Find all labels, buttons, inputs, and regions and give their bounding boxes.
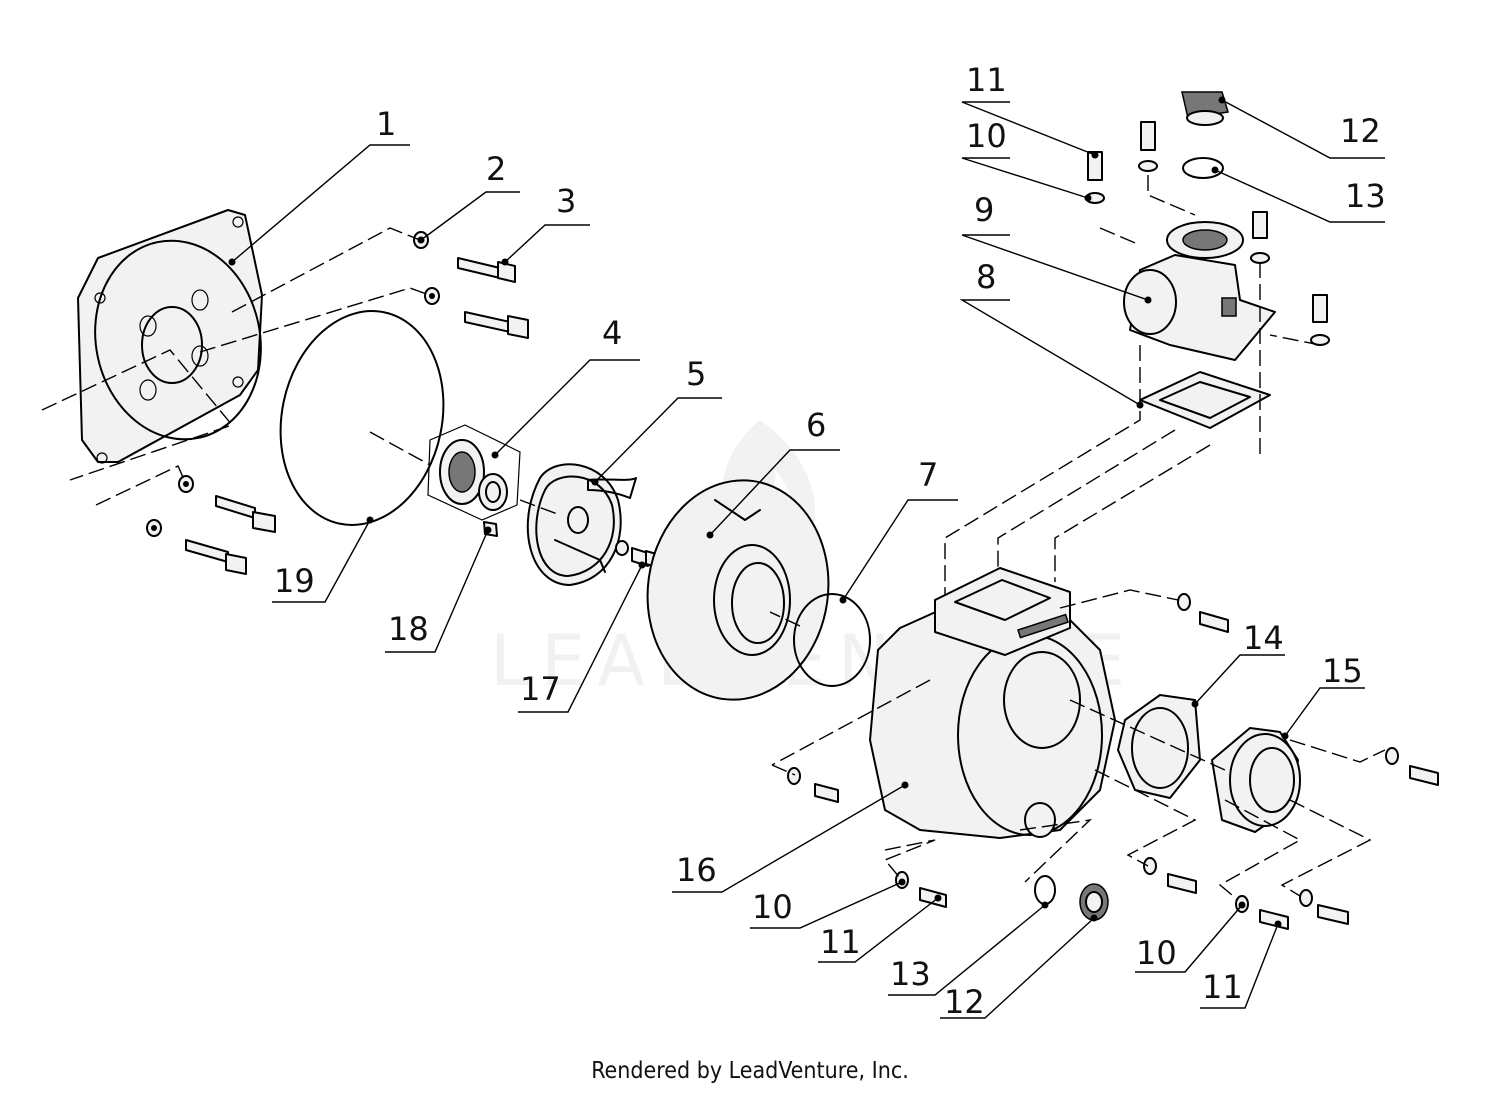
callout-13-bottom[interactable]: 13 bbox=[890, 955, 931, 993]
part-9-inlet-elbow[interactable] bbox=[1123, 221, 1276, 361]
part-7-wear-ring[interactable] bbox=[793, 593, 871, 687]
callout-14[interactable]: 14 bbox=[1243, 619, 1284, 657]
part-13-washer-bottom[interactable] bbox=[1034, 875, 1056, 905]
callout-15[interactable]: 15 bbox=[1322, 652, 1363, 690]
callout-9[interactable]: 9 bbox=[974, 191, 994, 229]
callout-17[interactable]: 17 bbox=[520, 670, 561, 708]
callout-18[interactable]: 18 bbox=[388, 610, 429, 648]
callout-labels: 1 2 3 4 5 6 7 8 9 10 11 12 13 14 15 16 1… bbox=[274, 61, 1386, 1021]
callout-5[interactable]: 5 bbox=[686, 355, 706, 393]
callout-3[interactable]: 3 bbox=[556, 182, 576, 220]
part-5-impeller[interactable] bbox=[526, 463, 637, 586]
callout-4[interactable]: 4 bbox=[602, 314, 622, 352]
callout-11-top[interactable]: 11 bbox=[966, 61, 1007, 99]
callout-10-left[interactable]: 10 bbox=[752, 888, 793, 926]
leader-lines bbox=[231, 99, 1385, 1019]
callout-10-right[interactable]: 10 bbox=[1136, 934, 1177, 972]
callout-11-right[interactable]: 11 bbox=[1202, 968, 1243, 1006]
callout-13-top[interactable]: 13 bbox=[1345, 177, 1386, 215]
part-14-gasket[interactable] bbox=[1117, 694, 1201, 799]
part-15-outlet-flange[interactable] bbox=[1211, 727, 1301, 833]
part-4-mechanical-seal[interactable] bbox=[427, 424, 521, 521]
rendered-by-footer: Rendered by LeadVenture, Inc. bbox=[591, 1058, 909, 1084]
part-3-bolts[interactable] bbox=[185, 257, 529, 575]
assembly-lines bbox=[41, 175, 1386, 901]
part-8-gasket[interactable] bbox=[1139, 371, 1271, 429]
part-11-bolts[interactable] bbox=[814, 121, 1439, 930]
callout-2[interactable]: 2 bbox=[486, 150, 506, 188]
part-19-o-ring[interactable] bbox=[261, 296, 462, 541]
callout-6[interactable]: 6 bbox=[806, 406, 826, 444]
leader-dots bbox=[228, 96, 1289, 928]
callout-7[interactable]: 7 bbox=[918, 456, 938, 494]
callout-1[interactable]: 1 bbox=[376, 105, 396, 143]
part-6-volute[interactable] bbox=[634, 469, 843, 712]
callout-10-top[interactable]: 10 bbox=[966, 117, 1007, 155]
part-1-back-plate[interactable] bbox=[77, 209, 279, 464]
part-13-washer-top[interactable] bbox=[1182, 157, 1224, 179]
callout-19[interactable]: 19 bbox=[274, 562, 315, 600]
callout-11-left[interactable]: 11 bbox=[820, 923, 861, 961]
callout-12-bottom[interactable]: 12 bbox=[944, 983, 985, 1021]
callout-12-top[interactable]: 12 bbox=[1340, 112, 1381, 150]
callout-16[interactable]: 16 bbox=[676, 851, 717, 889]
callout-8[interactable]: 8 bbox=[976, 258, 996, 296]
part-12-drain-plug-top[interactable] bbox=[1181, 91, 1229, 126]
